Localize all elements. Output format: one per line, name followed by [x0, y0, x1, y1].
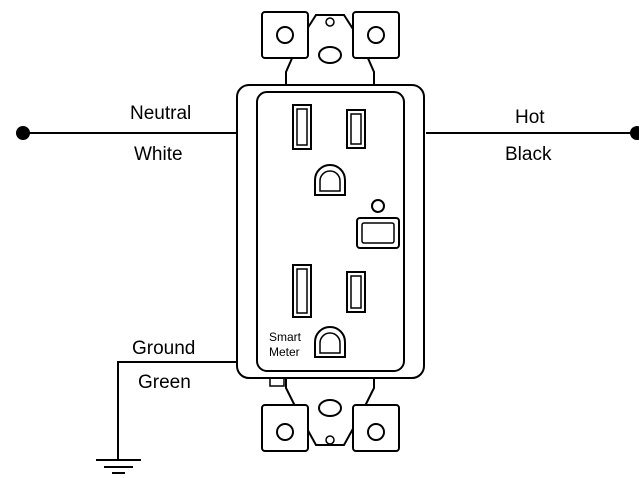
hot-wire-name: Hot	[515, 107, 545, 128]
ground-wire-color: Green	[138, 372, 191, 393]
top-mounting-strap	[262, 12, 399, 85]
upper-right-slot	[347, 110, 365, 148]
lower-right-slot	[347, 272, 365, 312]
neutral-wire: Neutral White	[16, 103, 236, 165]
bottom-mounting-strap	[262, 372, 399, 451]
top-right-ear	[353, 12, 399, 58]
outlet-device: Smart Meter	[237, 12, 424, 451]
bottom-left-ear	[262, 405, 308, 451]
device-label-line1: Smart	[269, 330, 302, 344]
neutral-wire-name: Neutral	[130, 103, 191, 124]
top-left-ear	[262, 12, 308, 58]
hot-wire: Hot Black	[426, 107, 639, 165]
neutral-wire-color: White	[134, 144, 183, 165]
lower-left-slot	[293, 265, 311, 317]
ground-wire-name: Ground	[132, 338, 195, 359]
ground-wire: Ground Green	[96, 338, 236, 473]
hot-wire-color: Black	[505, 144, 552, 165]
device-label-line2: Meter	[269, 345, 300, 359]
hot-terminal-dot	[630, 126, 639, 140]
bottom-right-ear	[353, 405, 399, 451]
upper-left-slot	[293, 105, 311, 149]
